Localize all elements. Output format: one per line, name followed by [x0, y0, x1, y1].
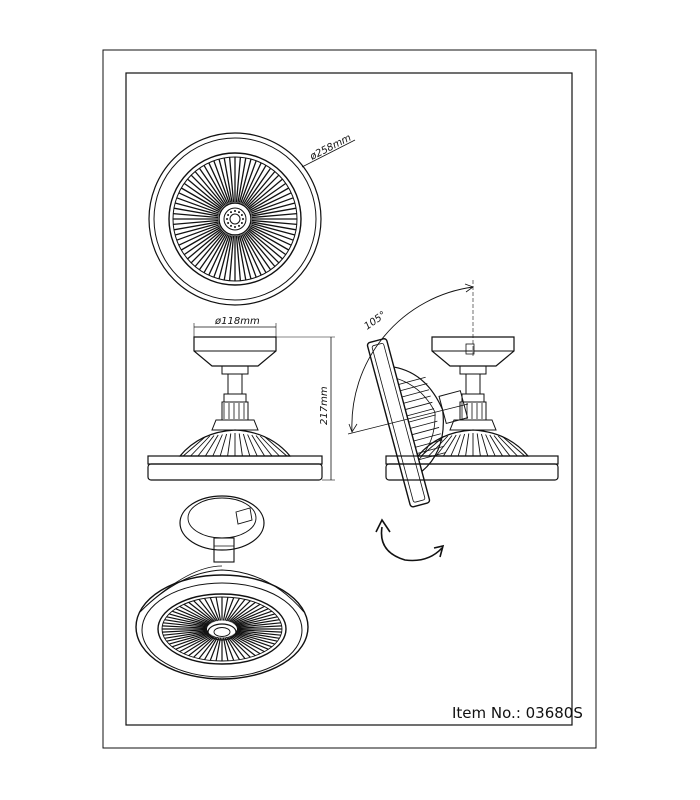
outer-frame	[102, 49, 597, 749]
height-label: 217mm	[319, 386, 330, 425]
perspective-view	[135, 495, 309, 680]
top-view: ø258mm	[148, 132, 356, 306]
rotation-arrow-icon	[375, 518, 445, 562]
inner-frame	[125, 72, 573, 726]
front-view: ø118mm 217mm	[147, 316, 335, 481]
tilted-side-view: 105°	[347, 280, 559, 562]
fan-diameter-label: ø258mm	[307, 132, 353, 163]
item-number: Item No.: 03680S	[452, 704, 583, 722]
tilt-angle-label: 105°	[362, 310, 388, 333]
canopy-diameter-label: ø118mm	[214, 316, 260, 327]
